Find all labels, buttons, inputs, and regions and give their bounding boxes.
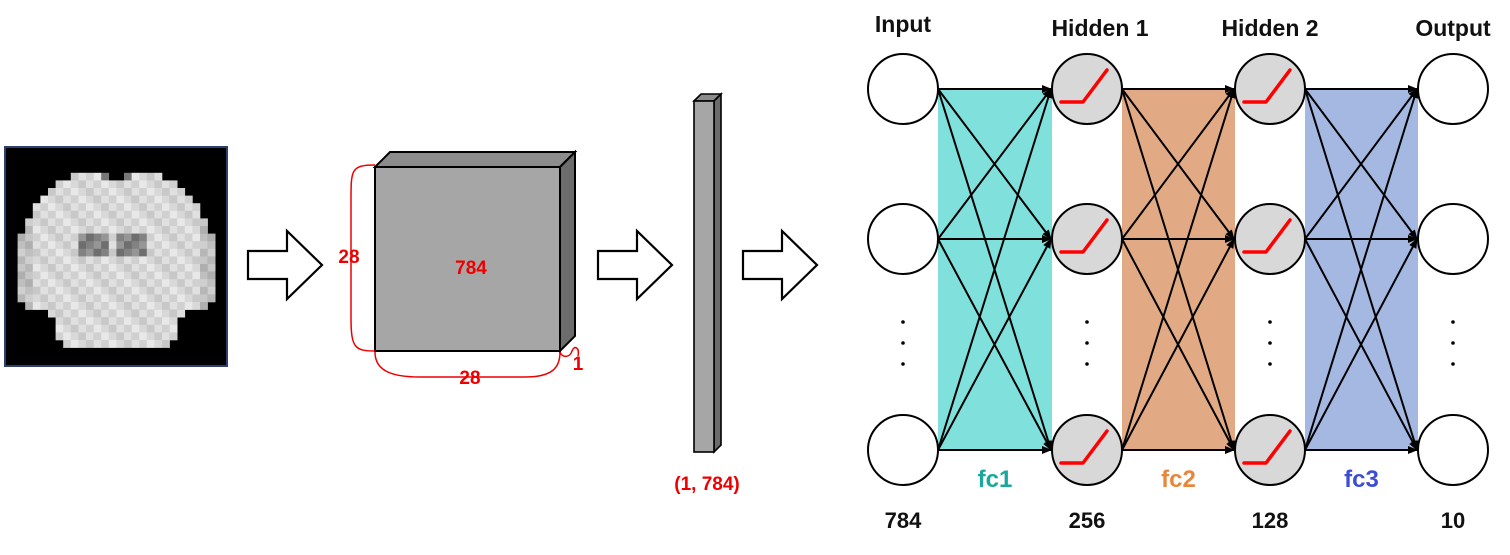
block-front-face [374,166,561,352]
neuron-node [1051,414,1123,486]
ellipsis-icon [1085,341,1089,345]
shirt-pixel-grid [17,172,216,348]
ellipsis-icon [1085,362,1089,366]
layer-unit-count: 10 [1441,508,1465,533]
ellipsis-icon [1451,362,1455,366]
relu-activation-icon [1059,218,1109,254]
fc-label-fc1: fc1 [978,466,1013,493]
neuron-node [1051,53,1123,125]
neuron-node [1051,203,1123,275]
ellipsis-icon [1451,341,1455,345]
neuron-node [867,414,939,486]
connection-line [937,238,1052,451]
layer-title-hidden-2: Hidden 2 [1221,15,1318,41]
connection-line [1304,238,1418,451]
vector-front-face [693,100,715,453]
connection-line [1304,88,1418,240]
layer-title-output: Output [1415,15,1491,41]
connection-line [1121,238,1235,451]
fc-label-fc2: fc2 [1161,466,1196,493]
layer-unit-count: 128 [1252,508,1289,533]
arrow-right-icon [596,228,674,302]
height-label: 28 [338,247,359,268]
width-label: 28 [459,368,480,389]
neuron-node [1417,53,1489,125]
vector-side-face [713,92,722,454]
width-brace [374,351,561,378]
relu-activation-icon [1242,68,1292,104]
relu-activation-icon [1242,218,1292,254]
network-nodes [867,53,1489,486]
relu-activation-icon [1242,429,1292,465]
image-tensor-block: 784 28 28 1 [338,149,584,389]
layer-unit-count: 256 [1069,508,1106,533]
flatten-vector: (1, 784) [674,92,740,495]
block-side-face [559,149,576,354]
ellipsis-icon [901,341,905,345]
neuron-node [1417,203,1489,275]
fc-connections [937,85,1419,454]
connection-line [1304,88,1419,451]
flatten-shape-label: (1, 784) [674,474,739,495]
relu-activation-icon [1059,429,1109,465]
connection-line [1121,88,1236,451]
ellipsis-icon [1268,362,1272,366]
depth-brace [559,346,580,358]
fc-label-fc3: fc3 [1344,466,1379,493]
neuron-node [1234,414,1306,486]
ellipsis-icon [1085,320,1089,324]
ellipsis-icon [1451,320,1455,324]
neuron-node [867,203,939,275]
connection-line [937,88,1052,240]
connection-line [937,88,1053,451]
block-size-label: 784 [455,258,487,279]
ellipsis-icon [1268,320,1272,324]
neuron-node [1234,53,1306,125]
layer-title-input: Input [875,11,932,37]
block-top-face [372,151,578,168]
arrow-right-icon [741,228,819,302]
layer-title-hidden-1: Hidden 1 [1051,15,1148,41]
shirt-image [4,146,228,367]
ellipsis-icon [901,320,905,324]
arrow-right-icon [246,228,324,302]
neuron-node [867,53,939,125]
relu-activation-icon [1059,68,1109,104]
depth-label: 1 [573,354,584,375]
layer-unit-count: 784 [885,508,922,533]
network-labels: fc1 fc2 fc3 Input 784 Hidden 1 256 Hidden 2 128 O… [875,11,1491,533]
neuron-node [1417,414,1489,486]
ellipsis-icon [901,362,905,366]
connection-line [1121,88,1235,240]
ellipsis-icon [1268,341,1272,345]
height-brace [350,164,376,352]
neuron-node [1234,203,1306,275]
